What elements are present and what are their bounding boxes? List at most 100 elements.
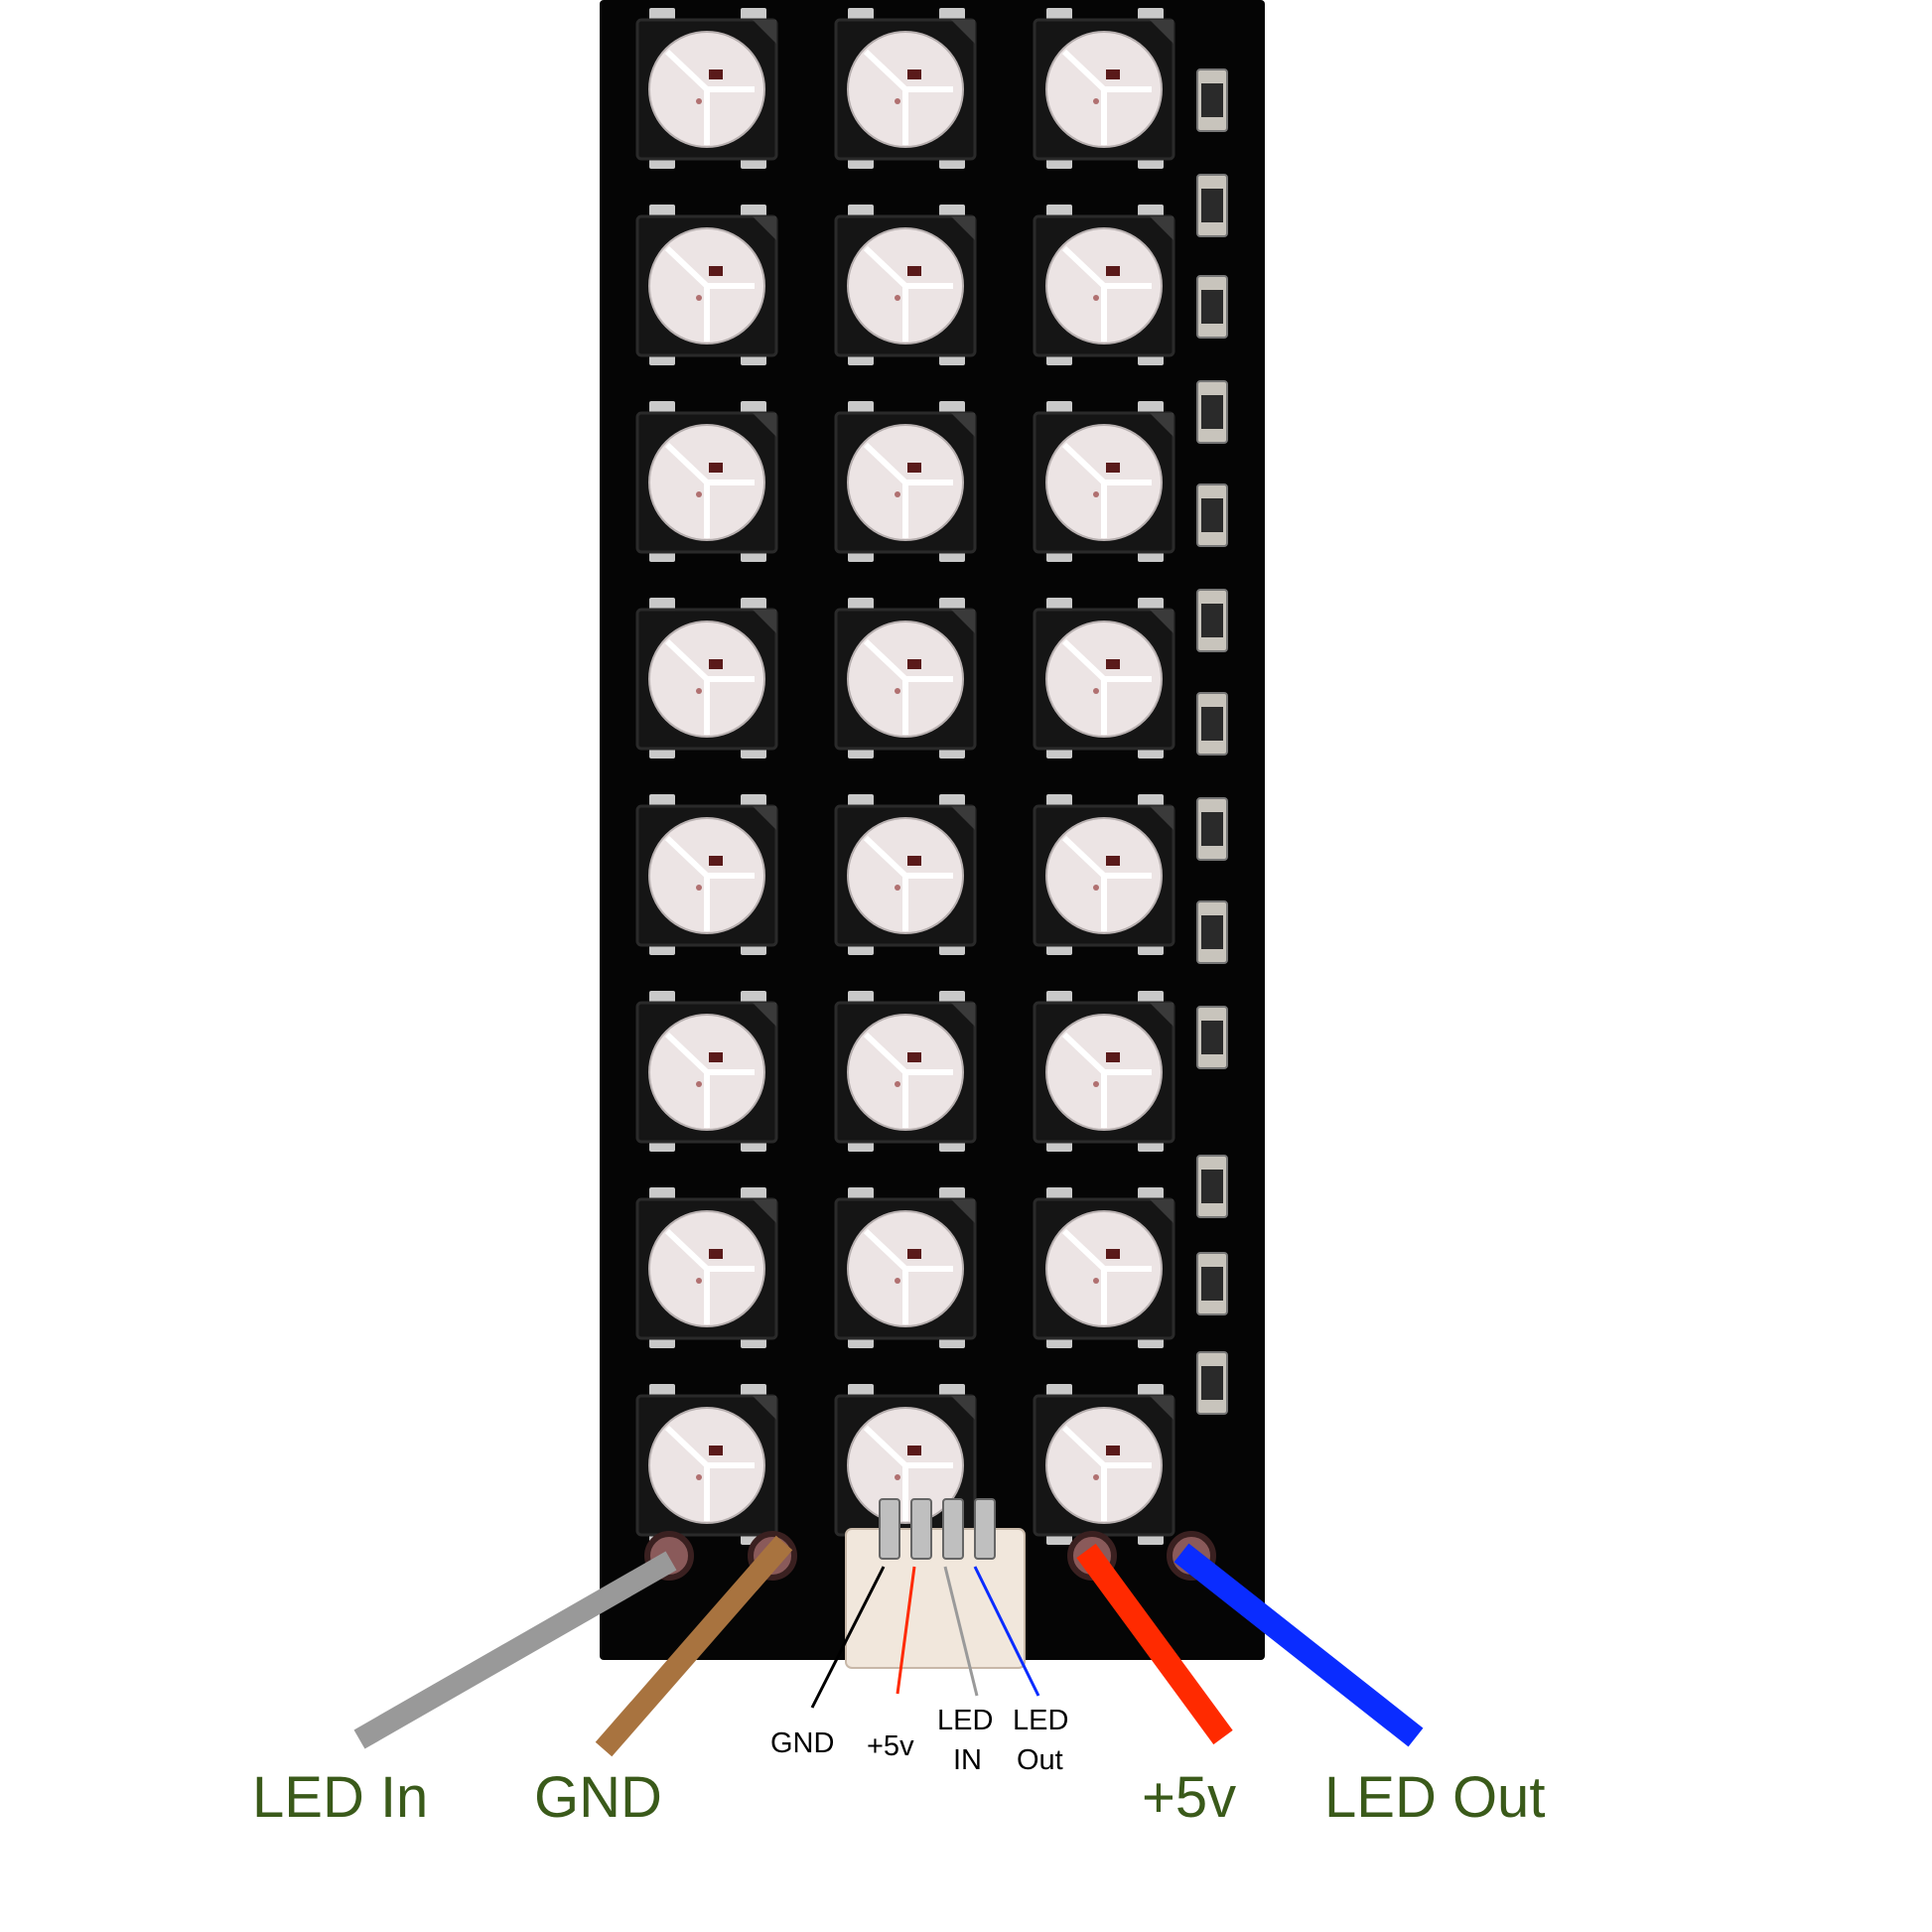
led-die [1093, 1081, 1099, 1087]
resistor-center [1201, 1366, 1223, 1400]
led-5-2 [834, 794, 977, 955]
led-8-2 [834, 1384, 977, 1545]
led-chip [907, 1446, 921, 1455]
led-1-3 [1033, 8, 1175, 169]
led-corner-mark [753, 610, 776, 633]
led-2-2 [834, 205, 977, 365]
led-die [696, 1278, 702, 1284]
led-die [1093, 1474, 1099, 1480]
resistor-11 [1196, 1155, 1228, 1218]
led-chip [1106, 856, 1120, 866]
led-6-3 [1033, 991, 1175, 1152]
led-5-1 [635, 794, 778, 955]
resistor-center [1201, 290, 1223, 324]
led-chip [709, 659, 723, 669]
led-corner-mark [951, 216, 975, 240]
led-die [696, 688, 702, 694]
conn-label-led-in-line1: LED [937, 1705, 993, 1736]
label-plus5v: +5v [1142, 1765, 1236, 1830]
led-corner-mark [1150, 413, 1173, 437]
label-led-in: LED In [252, 1765, 428, 1830]
resistor-column [1196, 69, 1228, 1415]
resistor-center [1201, 707, 1223, 741]
led-corner-mark [1150, 1199, 1173, 1223]
resistor-1 [1196, 69, 1228, 132]
led-reflector [1061, 245, 1152, 342]
led-chip [709, 1249, 723, 1259]
conn-label-gnd: GND [770, 1727, 834, 1759]
led-reflector [664, 49, 755, 145]
led-reflector [664, 442, 755, 538]
led-reflector [863, 835, 953, 931]
led-grid [635, 8, 1175, 1545]
led-reflector [1061, 835, 1152, 931]
led-die [895, 1474, 900, 1480]
led-die [1093, 295, 1099, 301]
led-corner-mark [951, 1396, 975, 1420]
led-die [1093, 1278, 1099, 1284]
conn-label-led-out-line1: LED [1013, 1705, 1068, 1736]
led-chip [709, 266, 723, 276]
led-corner-mark [1150, 610, 1173, 633]
led-2-3 [1033, 205, 1175, 365]
led-corner-mark [1150, 20, 1173, 44]
thin-wire-led-out [973, 1566, 1040, 1697]
connector-pin-2 [910, 1498, 932, 1560]
jst-connector [845, 1498, 1026, 1669]
resistor-4 [1196, 380, 1228, 444]
led-corner-mark [753, 1003, 776, 1027]
thin-wire-gnd [810, 1566, 886, 1709]
led-chip [709, 856, 723, 866]
led-chip [1106, 1249, 1120, 1259]
led-die [895, 1081, 900, 1087]
resistor-12 [1196, 1252, 1228, 1315]
resistor-3 [1196, 275, 1228, 339]
led-die [895, 688, 900, 694]
led-chip [1106, 1052, 1120, 1062]
led-corner-mark [951, 1003, 975, 1027]
thin-wire-plus5v [896, 1566, 916, 1695]
led-die [696, 1081, 702, 1087]
resistor-center [1201, 915, 1223, 949]
resistor-5 [1196, 483, 1228, 547]
led-corner-mark [1150, 216, 1173, 240]
led-reflector [1061, 1228, 1152, 1324]
led-corner-mark [753, 20, 776, 44]
led-corner-mark [753, 1199, 776, 1223]
led-die [895, 885, 900, 891]
led-die [895, 491, 900, 497]
conn-label-plus5v: +5v [867, 1730, 914, 1762]
led-die [1093, 98, 1099, 104]
led-die [696, 295, 702, 301]
led-reflector [1061, 442, 1152, 538]
led-4-2 [834, 598, 977, 759]
led-corner-mark [753, 806, 776, 830]
led-6-2 [834, 991, 977, 1152]
resistor-13 [1196, 1351, 1228, 1415]
led-corner-mark [951, 806, 975, 830]
led-reflector [664, 1425, 755, 1521]
led-corner-mark [951, 413, 975, 437]
led-reflector [664, 638, 755, 735]
led-chip [907, 1249, 921, 1259]
led-4-3 [1033, 598, 1175, 759]
resistor-center [1201, 1021, 1223, 1054]
led-chip [907, 69, 921, 79]
wire-led-out [1173, 1543, 1424, 1747]
led-7-2 [834, 1187, 977, 1348]
led-reflector [863, 442, 953, 538]
led-die [1093, 491, 1099, 497]
connector-pin-1 [879, 1498, 900, 1560]
wire-led-in [353, 1551, 677, 1749]
led-chip [709, 69, 723, 79]
connector-housing [845, 1528, 1026, 1669]
led-chip [709, 463, 723, 473]
led-die [696, 885, 702, 891]
resistor-7 [1196, 692, 1228, 756]
led-1-1 [635, 8, 778, 169]
led-reflector [863, 638, 953, 735]
led-1-2 [834, 8, 977, 169]
resistor-2 [1196, 174, 1228, 237]
led-chip [907, 266, 921, 276]
